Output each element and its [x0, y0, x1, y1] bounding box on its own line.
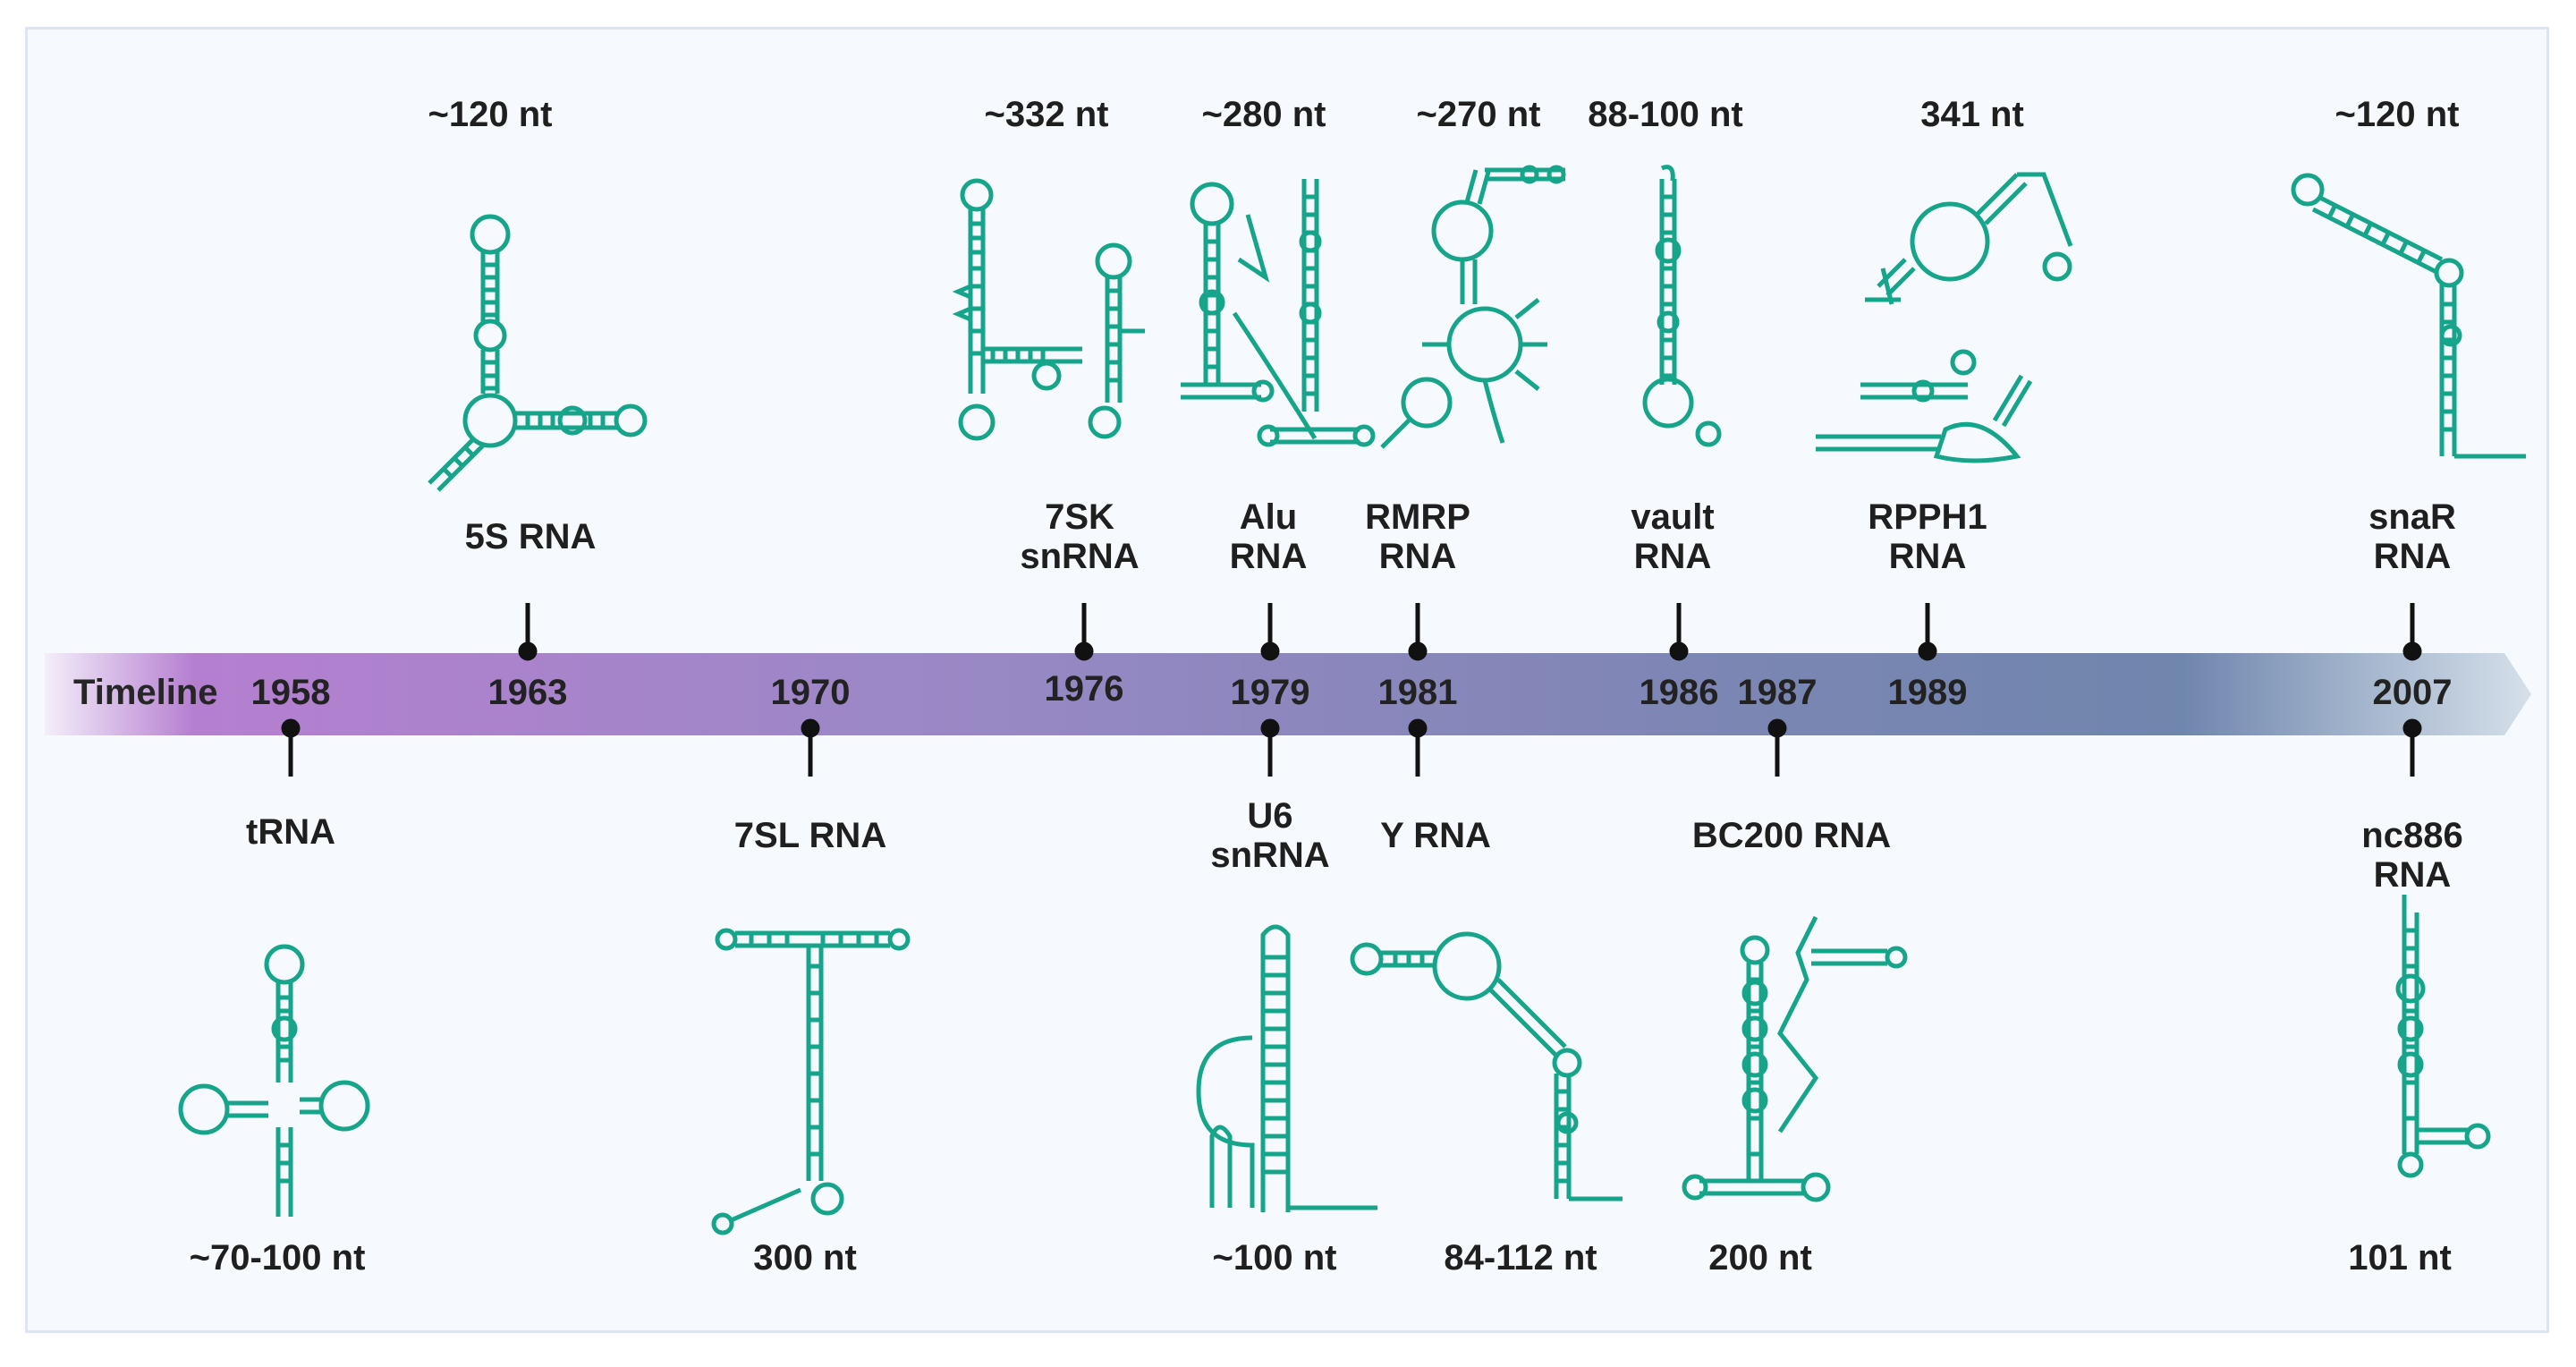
alu-rna-structure-icon — [1181, 179, 1376, 447]
name-rpph1-rna: RPPH1 RNA — [1868, 497, 1987, 576]
length-rpph1-rna: 341 nt — [1920, 95, 2024, 134]
timeline-label: Timeline — [73, 673, 218, 712]
length-7sk-snrna: ~332 nt — [984, 95, 1109, 134]
year-1981: 1981 — [1377, 673, 1458, 712]
length-7sl-rna: 300 nt — [753, 1238, 857, 1278]
name-y-rna: Y RNA — [1380, 816, 1491, 855]
length-trna: ~70-100 nt — [189, 1238, 366, 1278]
7sk-snrna-structure-icon — [952, 178, 1145, 441]
rmrp-rna-structure-icon — [1380, 165, 1566, 449]
vault-rna-structure-icon — [1642, 165, 1722, 447]
timeline-arrow — [45, 653, 2531, 735]
name-bc200-rna: BC200 RNA — [1691, 816, 1892, 855]
length-u6-snrna: ~100 nt — [1212, 1238, 1337, 1278]
trna-structure-icon — [178, 944, 370, 1217]
length-nc886-rna: 101 nt — [2348, 1238, 2452, 1278]
name-7sl-rna: 7SL RNA — [733, 816, 887, 855]
name-5s-rna: 5S RNA — [464, 517, 597, 556]
length-y-rna: 84-112 nt — [1444, 1238, 1597, 1278]
top-ticks — [518, 603, 2422, 661]
length-bc200-rna: 200 nt — [1708, 1238, 1812, 1278]
name-u6-snrna: U6 snRNA — [1210, 796, 1330, 875]
name-nc886-rna: nc886 RNA — [2361, 816, 2463, 895]
length-vault-rna: 88-100 nt — [1588, 95, 1743, 134]
nc886-rna-structure-icon — [2395, 895, 2491, 1178]
5s-rna-structure-icon — [428, 214, 648, 492]
length-5s-rna: ~120 nt — [428, 95, 553, 134]
year-1989: 1989 — [1887, 673, 1968, 712]
year-1963: 1963 — [487, 673, 568, 712]
name-snar-rna: snaR RNA — [2368, 497, 2456, 576]
year-1979: 1979 — [1230, 673, 1310, 712]
year-1970: 1970 — [770, 673, 851, 712]
7sl-rna-structure-icon — [711, 928, 911, 1235]
year-1986: 1986 — [1639, 673, 1719, 712]
bc200-rna-structure-icon — [1682, 915, 1908, 1202]
year-1987: 1987 — [1737, 673, 1818, 712]
year-2007: 2007 — [2372, 673, 2453, 712]
length-rmrp-rna: ~270 nt — [1416, 95, 1541, 134]
name-trna: tRNA — [246, 812, 335, 852]
name-vault-rna: vault RNA — [1631, 497, 1715, 576]
snar-rna-structure-icon — [2291, 173, 2526, 459]
length-snar-rna: ~120 nt — [2334, 95, 2460, 134]
bottom-ticks — [281, 718, 2422, 777]
rpph1-rna-structure-icon — [1816, 172, 2073, 463]
name-rmrp-rna: RMRP RNA — [1365, 497, 1470, 576]
name-alu-rna: Alu RNA — [1229, 497, 1308, 576]
y-rna-structure-icon — [1350, 931, 1623, 1201]
u6-snrna-structure-icon — [1196, 924, 1377, 1212]
length-alu-rna: ~280 nt — [1201, 95, 1326, 134]
year-1958: 1958 — [250, 673, 331, 712]
name-7sk-snrna: 7SK snRNA — [1020, 497, 1140, 576]
year-1976: 1976 — [1044, 669, 1124, 709]
